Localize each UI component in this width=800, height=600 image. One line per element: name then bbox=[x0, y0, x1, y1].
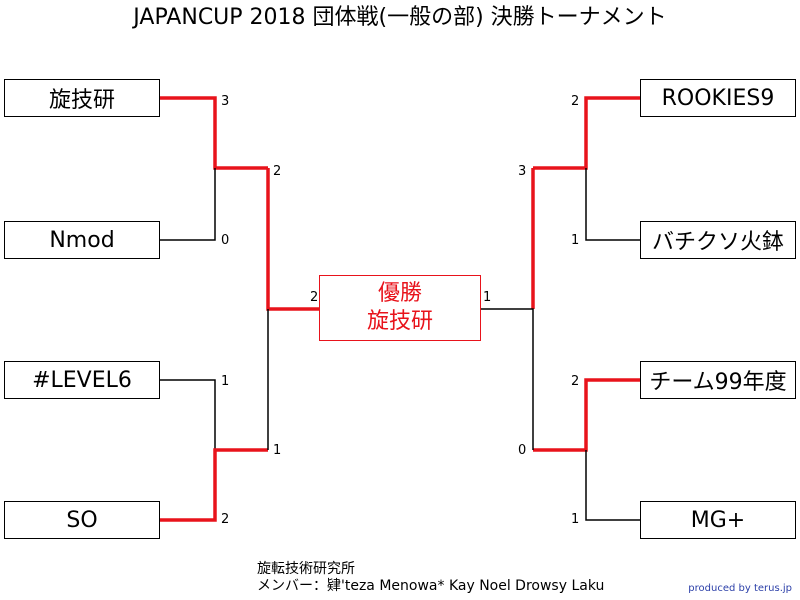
score-final-right: 1 bbox=[483, 290, 492, 305]
bracket-line-left4-win bbox=[160, 448, 268, 522]
bracket-line-right2 bbox=[585, 168, 640, 241]
page-title: JAPANCUP 2018 団体戦(一般の部) 決勝トーナメント bbox=[133, 5, 667, 30]
bracket-line-left3 bbox=[160, 379, 216, 450]
champion-box: 優勝 旋技研 bbox=[319, 275, 481, 341]
score-semi-left-top: 2 bbox=[273, 164, 282, 179]
score-semi-left-bottom: 1 bbox=[273, 443, 282, 458]
team-right4: MG+ bbox=[640, 501, 796, 539]
score-final-left: 2 bbox=[310, 290, 319, 305]
team-right2: バチクソ火鉢 bbox=[640, 221, 796, 259]
credit-text: produced by terus.jp bbox=[688, 583, 792, 594]
score-semi-right-top: 3 bbox=[518, 164, 527, 179]
bracket-line-right3-win bbox=[533, 378, 640, 452]
score-semi-right-bottom: 0 bbox=[518, 443, 527, 458]
bracket-line-right4 bbox=[585, 450, 640, 521]
score-left2: 0 bbox=[221, 233, 230, 248]
score-right1: 2 bbox=[571, 94, 580, 109]
score-right4: 1 bbox=[571, 512, 580, 527]
bracket-line-semi-left-win bbox=[266, 168, 319, 311]
team-left3: #LEVEL6 bbox=[4, 361, 160, 399]
team-members: メンバー：肄'teza Menowa* Kay Noel Drowsy Laku bbox=[257, 578, 605, 594]
bracket-line-left2 bbox=[160, 168, 216, 241]
score-left3: 1 bbox=[221, 374, 230, 389]
team-right3: チーム99年度 bbox=[640, 361, 796, 399]
champion-label: 優勝 bbox=[377, 281, 422, 306]
team-info: 旋転技術研究所 メンバー：肄'teza Menowa* Kay Noel Dro… bbox=[257, 561, 604, 595]
champion-team: 旋技研 bbox=[366, 309, 433, 334]
team-left1: 旋技研 bbox=[4, 79, 160, 117]
team-org-name: 旋転技術研究所 bbox=[257, 561, 355, 577]
team-right1: ROOKIES9 bbox=[640, 79, 796, 117]
bracket-line-semi-right-lose bbox=[481, 308, 534, 450]
score-right2: 1 bbox=[571, 233, 580, 248]
team-left4: SO bbox=[4, 501, 160, 539]
score-left1: 3 bbox=[221, 94, 230, 109]
bracket-line-right1-win bbox=[533, 96, 640, 170]
score-right3: 2 bbox=[571, 374, 580, 389]
score-left4: 2 bbox=[221, 512, 230, 527]
bracket-line-left1-win bbox=[160, 96, 268, 170]
team-left2: Nmod bbox=[4, 221, 160, 259]
